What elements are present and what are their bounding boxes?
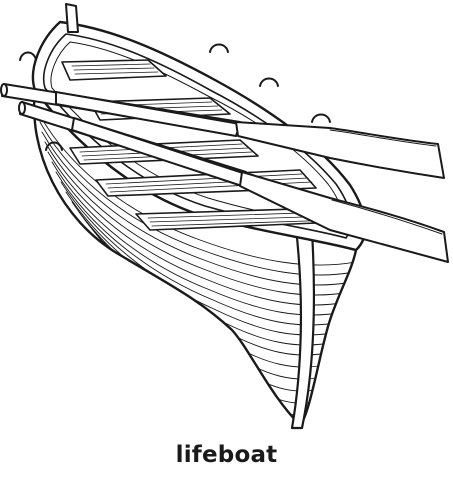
bow-post (65, 3, 79, 33)
oarlocks (19, 43, 331, 151)
oar-handles (0, 83, 26, 115)
stern-post (290, 226, 315, 430)
oar-lower (19, 101, 449, 263)
caption: lifeboat (175, 442, 278, 468)
oar-upper (1, 83, 445, 179)
